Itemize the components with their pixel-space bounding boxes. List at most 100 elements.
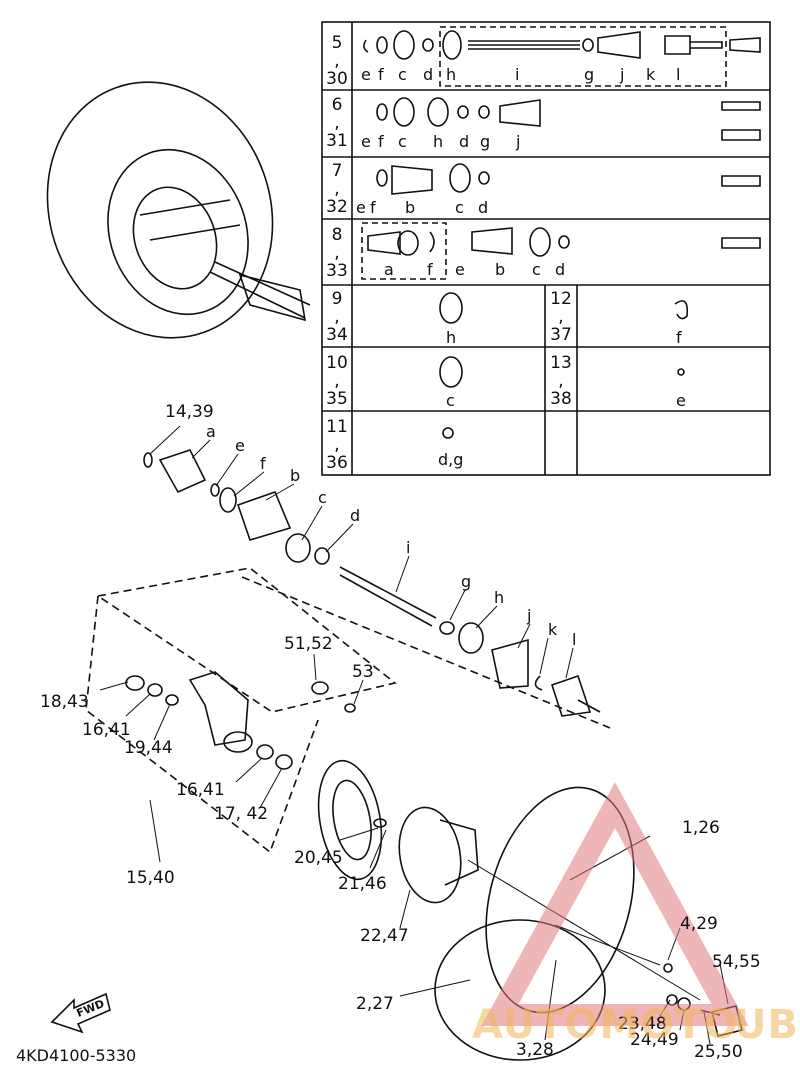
callout-l: l bbox=[572, 630, 577, 649]
r4-letter-f: f bbox=[427, 260, 433, 279]
row2-parts bbox=[376, 97, 761, 141]
drive-shaft-assembly bbox=[143, 449, 601, 717]
brake-disc-hub bbox=[317, 759, 479, 904]
row5-circlip-part bbox=[674, 300, 689, 320]
callout-3-28: 3,28 bbox=[516, 1040, 554, 1060]
watermark-triangle-icon bbox=[481, 782, 749, 1026]
r3-letter-e: e bbox=[356, 198, 366, 217]
r1-letter-d: d bbox=[423, 65, 434, 84]
r2-letter-f: f bbox=[378, 132, 384, 151]
callout-21-46: 21,46 bbox=[338, 874, 387, 894]
r6-letter-c: c bbox=[446, 391, 455, 410]
watermark-text-left: AUTOMOTO bbox=[472, 1002, 739, 1048]
callout-16-41-right: 16,41 bbox=[176, 780, 225, 800]
r1-letter-i: i bbox=[515, 65, 520, 84]
row4-number: 8,33 bbox=[326, 225, 348, 281]
tire-wheel-illustration bbox=[46, 81, 311, 339]
callout-24-49: 24,49 bbox=[630, 1030, 679, 1050]
row3-parts bbox=[376, 163, 761, 195]
r5-right-letter-f: f bbox=[676, 328, 682, 347]
r4-letter-c: c bbox=[532, 260, 541, 279]
row6-right-number: 13,38 bbox=[550, 353, 572, 409]
r2-letter-j: j bbox=[516, 132, 521, 151]
r3-letter-d: d bbox=[478, 198, 489, 217]
row4-parts bbox=[367, 227, 761, 257]
callout-23-48: 23,48 bbox=[618, 1014, 667, 1034]
callout-2-27: 2,27 bbox=[356, 994, 394, 1014]
row5-clamp-part bbox=[439, 292, 463, 324]
row6-number: 10,35 bbox=[326, 353, 348, 409]
watermark-text-right: UB bbox=[734, 1002, 799, 1048]
r4-letter-b: b bbox=[495, 260, 506, 279]
leader-lines bbox=[99, 425, 729, 1045]
row5-right-number: 12,37 bbox=[550, 289, 572, 345]
r2-letter-g: g bbox=[480, 132, 491, 151]
r1-letter-l: l bbox=[676, 65, 681, 84]
callout-i: i bbox=[406, 538, 411, 557]
callout-f: f bbox=[260, 454, 266, 473]
r3-letter-b: b bbox=[405, 198, 416, 217]
callout-h: h bbox=[494, 588, 505, 607]
r2-letter-c: c bbox=[398, 132, 407, 151]
r1-letter-k: k bbox=[646, 65, 656, 84]
callout-4-29: 4,29 bbox=[680, 914, 718, 934]
callout-j: j bbox=[527, 606, 532, 625]
r2-letter-e: e bbox=[361, 132, 371, 151]
callout-15-40: 15,40 bbox=[126, 868, 175, 888]
callout-b: b bbox=[290, 466, 301, 485]
front-wheel bbox=[434, 786, 743, 1061]
knuckle-parts bbox=[125, 671, 356, 770]
row1-number: 5,30 bbox=[326, 33, 348, 89]
callout-51-52: 51,52 bbox=[284, 634, 333, 654]
shaft-group-line bbox=[241, 576, 611, 729]
row6-band-part bbox=[439, 356, 463, 388]
callout-k: k bbox=[548, 620, 558, 639]
callout-a: a bbox=[206, 422, 216, 441]
r5-letter-h: h bbox=[446, 328, 457, 347]
r1-letter-g: g bbox=[584, 65, 595, 84]
knuckle-group-box-lower bbox=[85, 595, 319, 854]
callout-c: c bbox=[318, 488, 327, 507]
callout-16-41-left: 16,41 bbox=[82, 720, 131, 740]
r1-letter-c: c bbox=[398, 65, 407, 84]
callout-19-44: 19,44 bbox=[124, 738, 173, 758]
callout-17-42: 17, 42 bbox=[214, 804, 269, 824]
row5-number: 9,34 bbox=[326, 289, 348, 345]
r4-letter-a: a bbox=[384, 260, 394, 279]
r1-letter-h: h bbox=[446, 65, 457, 84]
r2-letter-d: d bbox=[459, 132, 470, 151]
row6-ring-part bbox=[677, 368, 685, 376]
callout-54-55: 54,55 bbox=[712, 952, 761, 972]
callout-18-43: 18,43 bbox=[40, 692, 89, 712]
document-code: 4KD4100-5330 bbox=[16, 1046, 137, 1065]
r1-letter-e: e bbox=[361, 65, 371, 84]
callout-e: e bbox=[235, 436, 245, 455]
row7-number: 11,36 bbox=[326, 417, 348, 473]
knuckle-group-box bbox=[95, 567, 397, 713]
r3-letter-c: c bbox=[455, 198, 464, 217]
callout-20-45: 20,45 bbox=[294, 848, 343, 868]
r3-letter-f: f bbox=[370, 198, 376, 217]
parts-table-grid bbox=[321, 21, 771, 476]
callout-1-26: 1,26 bbox=[682, 818, 720, 838]
row7-clamp-part bbox=[442, 427, 454, 439]
row2-number: 6,31 bbox=[326, 95, 348, 151]
r4-letter-e: e bbox=[455, 260, 465, 279]
fwd-arrow-icon bbox=[50, 992, 111, 1034]
callout-25-50: 25,50 bbox=[694, 1042, 743, 1062]
row3-number: 7,32 bbox=[326, 161, 348, 217]
callout-22-47: 22,47 bbox=[360, 926, 409, 946]
callout-d: d bbox=[350, 506, 361, 525]
r6-right-letter-e: e bbox=[676, 391, 686, 410]
r7-letter-dg: d,g bbox=[438, 450, 464, 469]
callout-53: 53 bbox=[352, 662, 374, 682]
callout-g: g bbox=[461, 572, 472, 591]
r2-letter-h: h bbox=[433, 132, 444, 151]
r1-letter-j: j bbox=[620, 65, 625, 84]
r4-letter-d: d bbox=[555, 260, 566, 279]
callout-14-39: 14,39 bbox=[165, 402, 214, 422]
r1-letter-f: f bbox=[378, 65, 384, 84]
row1-parts bbox=[363, 30, 761, 60]
